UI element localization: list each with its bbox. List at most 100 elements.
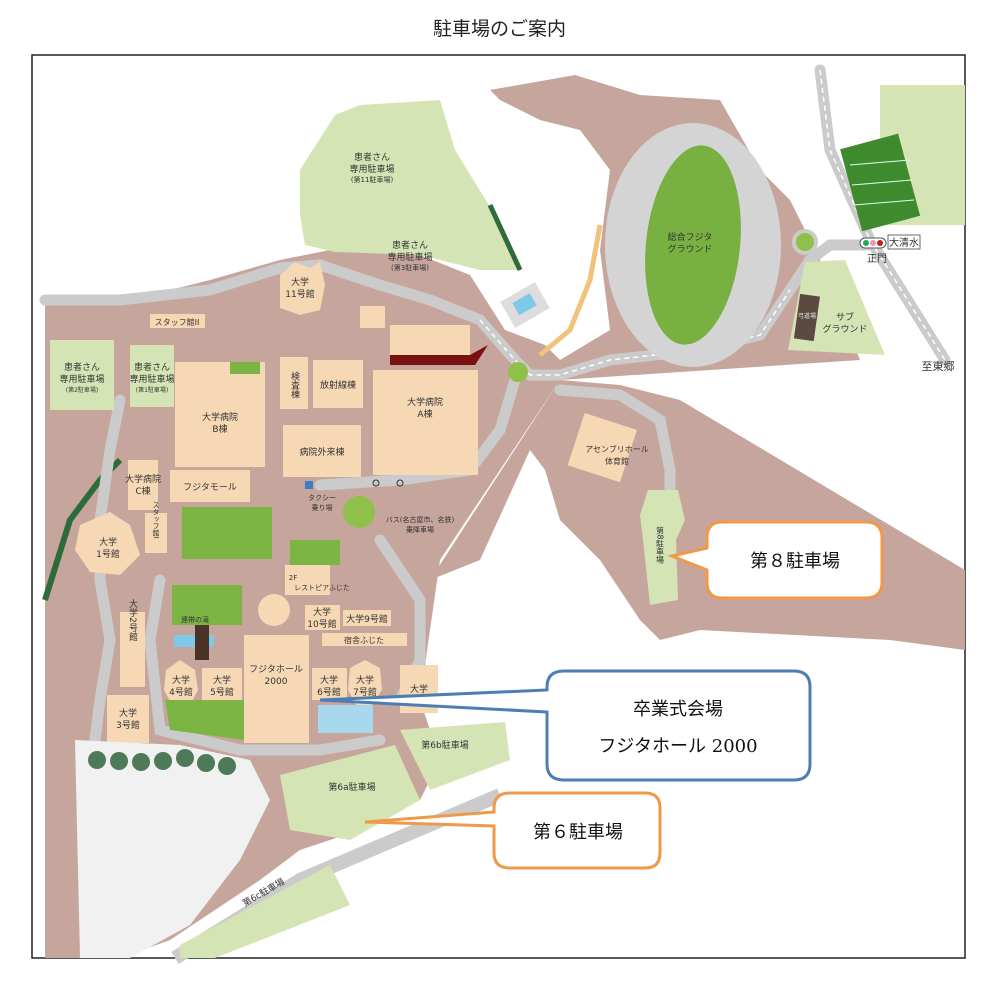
restaurant-label: 2F	[289, 574, 297, 582]
kensa-label: 検査棟	[289, 370, 300, 399]
building-a-annex	[390, 325, 470, 355]
parking-2: 患者さん専用駐車場(第2駐車場)	[50, 340, 114, 410]
u1-label2: 1号館	[96, 548, 120, 560]
main-ground-label2: グラウンド	[667, 243, 712, 255]
p11-label2: 専用駐車場	[349, 163, 394, 175]
building-staff2	[150, 314, 205, 328]
taxi-icon	[305, 481, 313, 489]
u9-label: 大学9号館	[346, 613, 388, 625]
callout-venue: 卒業式会場 フジタホール 2000	[319, 669, 812, 782]
svg-text:患者さん専用駐車場(第3駐車場): 患者さん専用駐車場(第3駐車場)	[387, 239, 432, 272]
parking-6a: 第6a駐車場	[280, 745, 420, 840]
sub-ground: 弓道場 サブグラウンド	[788, 260, 885, 355]
roundabout	[792, 229, 818, 255]
bus-circle	[343, 496, 375, 528]
road-markings-east	[819, 69, 946, 361]
main-ground: 総合フジタグラウンド	[605, 123, 781, 367]
callout-p6-text: 第６駐車場	[533, 822, 623, 843]
u10-label2: 10号館	[307, 618, 336, 630]
hospa-label2: A棟	[417, 408, 432, 420]
u3-label2: 3号館	[116, 719, 140, 731]
u6-label: 大学	[320, 674, 338, 686]
radiology-label: 放射線棟	[320, 379, 356, 391]
roundabout-west	[508, 362, 528, 382]
sub-ground-label: サブ	[836, 311, 854, 323]
u8-label: 大学	[410, 683, 428, 695]
building-u2	[120, 612, 145, 687]
building-round	[258, 594, 290, 626]
u10-label: 大学	[313, 606, 331, 618]
tennis-courts	[840, 133, 921, 232]
u7-label: 大学	[356, 674, 374, 686]
parking-11-3: 患者さん専用駐車場(第11駐車場) 患者さん専用駐車場(第3駐車場)	[300, 100, 523, 272]
p8-label: 第8駐車場	[656, 525, 665, 564]
restaurant-label2: レストピアふじた	[294, 584, 350, 592]
hall-label2: 2000	[265, 677, 288, 687]
bus-label2: 乗降車場	[406, 525, 434, 534]
building-hosp-a	[373, 370, 478, 475]
parking-1: 患者さん専用駐車場(第1駐車場)	[129, 345, 175, 407]
assembly-label: アセンブリホール	[585, 444, 649, 454]
u2-label: 大学2号館	[127, 598, 138, 642]
building-hosp-c	[128, 460, 158, 510]
mall-label: フジタモール	[183, 482, 237, 493]
building-u10	[305, 605, 340, 630]
u4-label: 大学	[172, 674, 190, 686]
building-outpatient	[283, 425, 361, 477]
building-u5	[202, 668, 242, 700]
p11-label3: (第11駐車場)	[351, 175, 394, 184]
callout-venue-line2: フジタホール 2000	[598, 736, 757, 757]
p6b-label: 第6b駐車場	[421, 739, 468, 751]
svg-text:タクシー乗り場: タクシー乗り場	[308, 493, 336, 512]
footpath	[538, 224, 603, 357]
u5-label: 大学	[213, 674, 231, 686]
p1-label2: 専用駐車場	[129, 373, 174, 385]
building-kensa	[280, 357, 308, 409]
hospc-label: 大学病院	[125, 473, 161, 485]
p3-label3: (第3駐車場)	[391, 263, 429, 272]
waterfall-label: 連帯の滝	[181, 615, 209, 624]
svg-text:サブグラウンド: サブグラウンド	[822, 311, 867, 335]
lawns	[165, 362, 340, 740]
p1-label3: (第1駐車場)	[136, 386, 169, 394]
hospb-label2: B棟	[212, 423, 227, 435]
p2-label3: (第2駐車場)	[66, 386, 99, 394]
building-small	[360, 306, 385, 328]
u5-label2: 5号館	[210, 686, 234, 698]
p11-label: 患者さん	[354, 151, 390, 163]
p1-label: 患者さん	[134, 361, 170, 373]
u7-label2: 7号館	[353, 686, 377, 698]
u6-label2: 6号館	[317, 686, 341, 698]
p2-label2: 専用駐車場	[59, 373, 104, 385]
building-restaurant	[285, 565, 330, 595]
u11-label2: 11号館	[285, 288, 314, 300]
dorm-label: 宿舎ふじた	[344, 635, 384, 645]
svg-text:患者さん専用駐車場(第1駐車場): 患者さん専用駐車場(第1駐車場)	[129, 361, 174, 394]
parking-6b: 第6b駐車場	[400, 722, 510, 790]
callout-p8-text: 第８駐車場	[750, 551, 840, 572]
building-dorm	[322, 633, 407, 646]
hall-label: フジタホール	[249, 664, 303, 675]
p3-label: 患者さん	[392, 239, 428, 251]
outpatient-label: 病院外来棟	[299, 446, 344, 458]
building-staff	[145, 513, 167, 553]
to-togo-label: 至東郷	[922, 359, 955, 373]
signal-label: 大清水	[889, 236, 919, 249]
building-mall	[170, 470, 250, 502]
svg-text:患者さん専用駐車場(第2駐車場): 患者さん専用駐車場(第2駐車場)	[59, 361, 104, 394]
building-u9	[343, 610, 391, 626]
callout-parking-8: 第８駐車場	[666, 520, 884, 600]
sub-ground-label2: グラウンド	[822, 323, 867, 335]
svg-text:アセンブリホール体育館: アセンブリホール体育館	[585, 444, 649, 466]
pond	[318, 705, 373, 733]
building-hosp-b	[175, 362, 265, 467]
waterfall	[195, 625, 209, 660]
